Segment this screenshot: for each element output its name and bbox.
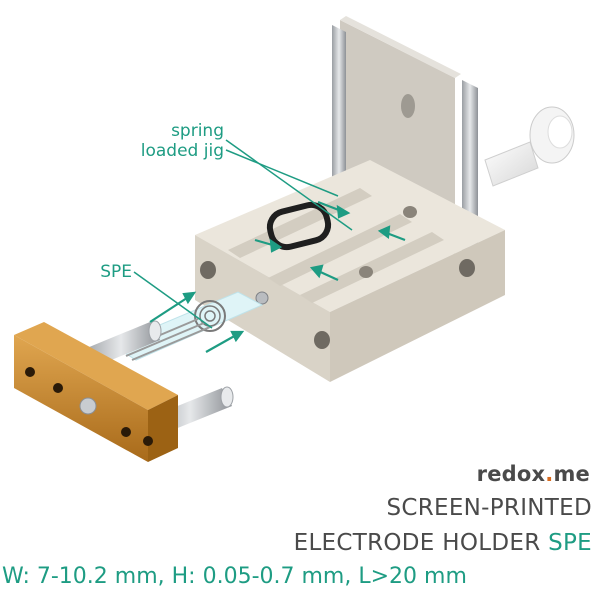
brass-connector xyxy=(14,322,178,462)
title-line2: ELECTRODE HOLDER SPE xyxy=(294,530,592,556)
logo-post: me xyxy=(553,462,590,486)
specifications-text: W: 7-10.2 mm, H: 0.05-0.7 mm, L>20 mm xyxy=(2,564,467,589)
title-line2-accent: SPE xyxy=(548,530,592,556)
direction-arrows xyxy=(149,200,406,353)
logo-pre: redox xyxy=(476,462,546,486)
callout-leaders xyxy=(133,139,353,329)
spe-label-text: SPE xyxy=(100,262,132,282)
brand-logo: redox.me xyxy=(477,462,590,486)
jig-label-line1: spring xyxy=(171,121,224,141)
lid-slot xyxy=(401,94,415,118)
logo-dot: . xyxy=(545,462,554,486)
jig-label-line2: loaded jig xyxy=(140,141,224,161)
spe-label: SPE xyxy=(80,262,132,282)
contact-screw xyxy=(255,291,269,305)
housing-block xyxy=(195,160,505,382)
title-line1: SCREEN-PRINTED xyxy=(386,495,592,521)
title-line2-main: ELECTRODE HOLDER xyxy=(293,530,549,556)
o-ring xyxy=(266,201,332,251)
spring-loaded-jig-label: spring loaded jig xyxy=(96,121,224,161)
thumb-screw xyxy=(484,106,575,187)
